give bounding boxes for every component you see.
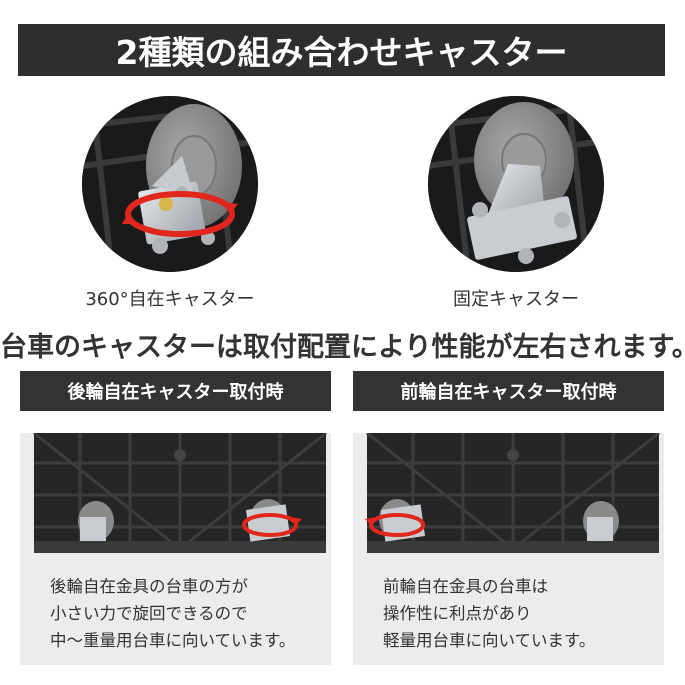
rear-swivel-label: 後輪自在キャスター取付時 — [20, 371, 331, 411]
front-swivel-description: 前輪自在金具の台車は 操作性に利点があり 軽量用台車に向いています。 — [383, 573, 595, 654]
swivel-caster-image — [82, 96, 258, 272]
cart-rear-swivel-image — [33, 433, 327, 553]
rear-swivel-description: 後輪自在金具の台車の方が 小さい力で旋回できるので 中〜重量用台車に向いています… — [50, 573, 295, 654]
description-line: 前輪自在金具の台車は — [383, 577, 548, 596]
rotation-arrow-icon — [122, 191, 238, 237]
banner-title: 2種類の組み合わせキャスター — [115, 33, 568, 72]
description-line: 小さい力で旋回できるので — [50, 604, 248, 623]
swivel-caster-caption: 360°自在キャスター — [85, 289, 255, 310]
headline: 台車のキャスターは取付配置により性能が左右されます。 — [0, 332, 685, 363]
description-line: 軽量用台車に向いています。 — [383, 631, 596, 650]
front-swivel-label: 前輪自在キャスター取付時 — [353, 371, 664, 411]
cart-front-swivel-image — [365, 433, 660, 553]
rear-swivel-panel: 後輪自在金具の台車の方が 小さい力で旋回できるので 中〜重量用台車に向いています… — [20, 433, 331, 665]
fixed-caster-image — [428, 96, 604, 272]
description-line: 操作性に利点があり — [383, 604, 532, 623]
description-line: 後輪自在金具の台車の方が — [50, 577, 248, 596]
front-swivel-panel: 前輪自在金具の台車は 操作性に利点があり 軽量用台車に向いています。 — [353, 433, 664, 665]
description-line: 中〜重量用台車に向いています。 — [50, 631, 296, 650]
title-banner: 2種類の組み合わせキャスター — [18, 24, 665, 76]
fixed-caster-caption: 固定キャスター — [453, 289, 579, 310]
